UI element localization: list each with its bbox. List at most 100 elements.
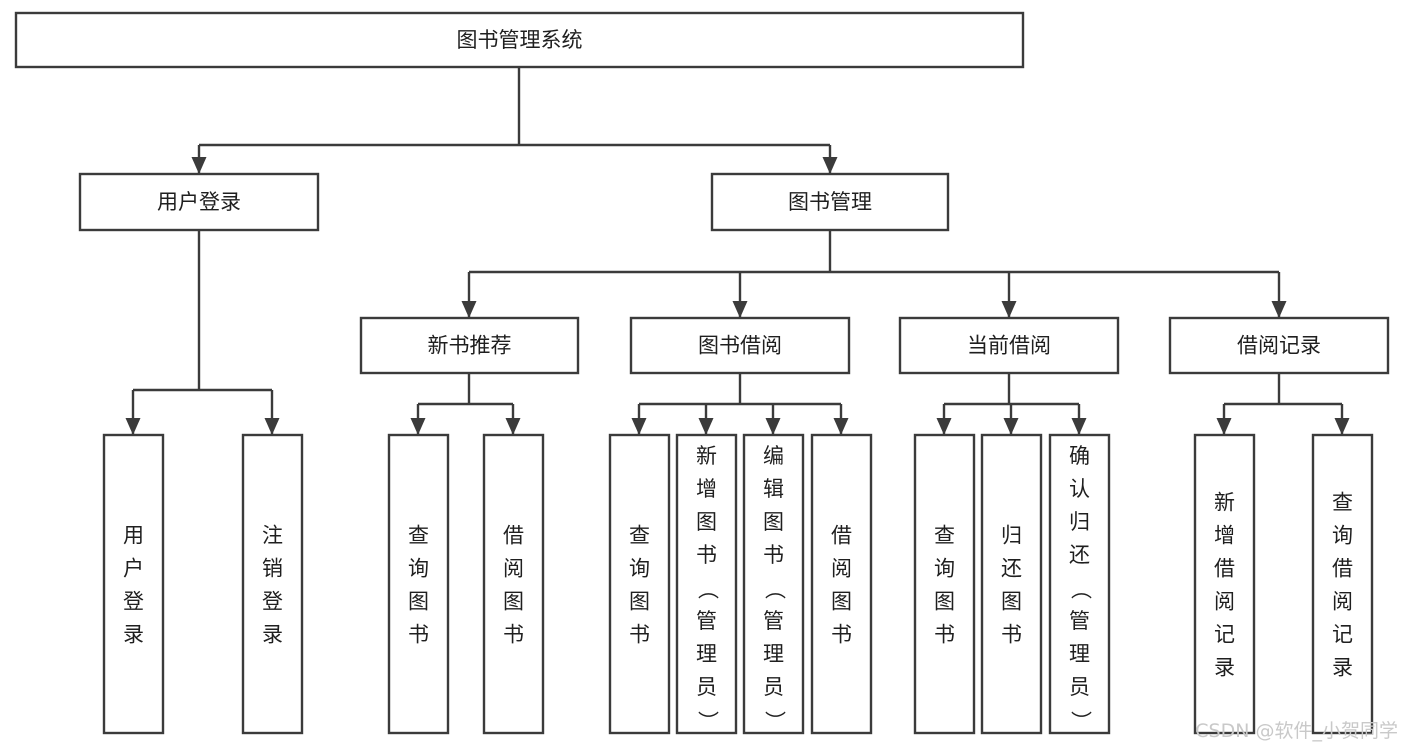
connectors-layer	[125, 67, 1350, 435]
node-box[interactable]	[898, 316, 1120, 375]
node-label-char: 询	[408, 557, 429, 581]
node-label: 图书管理	[788, 190, 872, 214]
node-label-char: 新	[1214, 491, 1235, 515]
node-label-char: 阅	[831, 557, 852, 581]
node-label-char: 书	[629, 623, 650, 647]
node-box[interactable]	[1048, 433, 1111, 735]
node-box[interactable]	[1311, 433, 1374, 735]
arrow-head-icon	[765, 418, 781, 435]
node-label-char: 管	[763, 609, 784, 633]
node-label-char: 借	[503, 524, 524, 548]
arrow-head-icon	[1271, 301, 1287, 318]
node-box[interactable]	[742, 433, 805, 735]
node-label-char: 书	[831, 623, 852, 647]
node-box[interactable]	[102, 433, 165, 735]
node-label-char: 图	[696, 510, 717, 534]
connector-group-bus-root	[197, 67, 832, 173]
arrow-head-icon	[264, 418, 280, 435]
node-label-char: 图	[629, 590, 650, 614]
node-box[interactable]	[608, 433, 671, 735]
node-label-char: ）	[763, 711, 787, 732]
node-box[interactable]	[710, 172, 950, 232]
node-box[interactable]	[810, 433, 873, 735]
node-label-char: 增	[1214, 524, 1235, 548]
arrow-head-icon	[631, 418, 647, 435]
node-book-borrow[interactable]: 图书借阅	[629, 316, 851, 375]
arrow-head-icon	[822, 157, 838, 174]
arrow-head-icon	[1216, 418, 1232, 435]
node-box[interactable]	[387, 433, 450, 735]
node-label-char: 图	[1001, 590, 1022, 614]
arrow-head-icon	[936, 418, 952, 435]
node-root[interactable]: 图书管理系统	[14, 11, 1025, 69]
node-current-borrow[interactable]: 当前借阅	[898, 316, 1120, 375]
node-label-char: 登	[262, 590, 283, 614]
node-label-char: 借	[1332, 557, 1353, 581]
connector-group-bus-user-login	[131, 230, 274, 434]
node-label-char: 借	[1214, 557, 1235, 581]
node-leaf-user-login[interactable]: 用户登录	[102, 433, 165, 735]
connector-group-bus-new-book-recommend	[416, 373, 515, 434]
node-label-char: 管	[1069, 609, 1090, 633]
connector-group-bus-book-management	[467, 230, 1281, 317]
node-label-char: 图	[831, 590, 852, 614]
arrow-head-icon	[698, 418, 714, 435]
node-box[interactable]	[482, 433, 545, 735]
node-box[interactable]	[78, 172, 320, 232]
node-box[interactable]	[629, 316, 851, 375]
node-book-management[interactable]: 图书管理	[710, 172, 950, 232]
node-label-char: 记	[1332, 623, 1353, 647]
node-label: 图书借阅	[698, 334, 782, 358]
node-box[interactable]	[675, 433, 738, 735]
node-label-char: 理	[763, 642, 784, 666]
node-label-char: 认	[1069, 477, 1090, 501]
node-label-char: 记	[1214, 623, 1235, 647]
node-label-char: 注	[262, 524, 283, 548]
node-new-book-recommend[interactable]: 新书推荐	[359, 316, 580, 375]
node-borrow-record[interactable]: 借阅记录	[1168, 316, 1390, 375]
node-label: 图书管理系统	[457, 28, 583, 52]
connector-group-bus-borrow-record	[1222, 373, 1344, 434]
node-box[interactable]	[14, 11, 1025, 69]
node-label-char: 用	[123, 524, 144, 548]
node-box[interactable]	[913, 433, 976, 735]
node-label-char: 管	[696, 609, 717, 633]
node-box[interactable]	[1193, 433, 1256, 735]
node-label-char: 归	[1069, 510, 1090, 534]
node-box[interactable]	[1168, 316, 1390, 375]
node-label-char: 归	[1001, 524, 1022, 548]
node-box[interactable]	[241, 433, 304, 735]
node-label-char: ）	[696, 711, 720, 732]
node-box[interactable]	[359, 316, 580, 375]
node-label-char: 编	[763, 444, 784, 468]
node-label-char: 查	[1332, 491, 1353, 515]
node-label-char: 书	[408, 623, 429, 647]
node-label: 新书推荐	[428, 334, 512, 358]
node-label-char: 录	[1214, 656, 1235, 680]
arrow-head-icon	[461, 301, 477, 318]
node-label-char: 查	[934, 524, 955, 548]
arrow-head-icon	[125, 418, 141, 435]
node-label-char: 图	[503, 590, 524, 614]
node-label-char: 阅	[1332, 590, 1353, 614]
node-user-login[interactable]: 用户登录	[78, 172, 320, 232]
node-label-char: 员	[696, 675, 717, 699]
node-label-char: （	[1069, 579, 1093, 600]
node-label-char: 还	[1001, 557, 1022, 581]
node-label-char: 理	[1069, 642, 1090, 666]
node-box[interactable]	[980, 433, 1043, 735]
node-label-char: 辑	[763, 477, 784, 501]
